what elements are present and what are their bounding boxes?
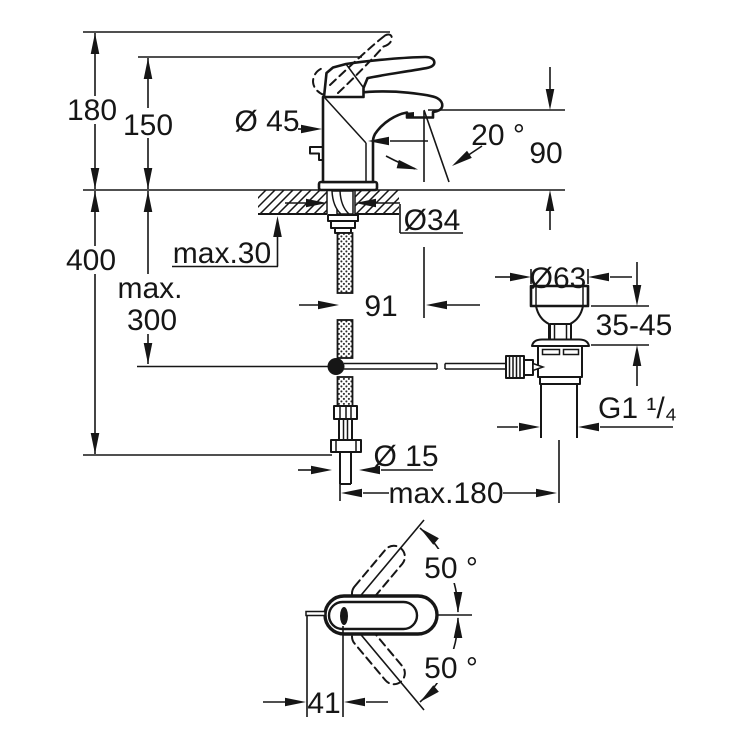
dim-handle-offset: 41 bbox=[263, 616, 388, 720]
dim-spout-angle-label: 20 ° bbox=[471, 119, 525, 152]
hose-end-fittings bbox=[330, 405, 362, 485]
dim-supply-pipe-diameter-label: Ø 15 bbox=[373, 440, 438, 473]
dim-supply-pipe-diameter: Ø 15 bbox=[298, 440, 439, 475]
rod-tip bbox=[532, 362, 546, 372]
pop-up-waste bbox=[505, 284, 590, 438]
hose-braid-lower bbox=[336, 376, 354, 407]
dim-spout-angle: 20 ° bbox=[385, 109, 525, 318]
dim-waste-thread: G1 ¹/₄ bbox=[497, 392, 677, 432]
rod-knurled-nut bbox=[505, 355, 525, 379]
dim-waste-thread-label: G1 ¹/₄ bbox=[598, 392, 677, 425]
dim-spout-reach-label: 91 bbox=[364, 290, 397, 323]
dim-hole-diameter-label: Ø34 bbox=[404, 204, 461, 237]
dim-swivel-up-label: 50 ° bbox=[424, 552, 478, 585]
waste-slot-right bbox=[562, 348, 580, 356]
aerator-icon bbox=[407, 112, 414, 118]
mounting-nut-top bbox=[330, 220, 356, 229]
dim-hole-diameter: Ø34 bbox=[285, 198, 463, 237]
dim-max-hose-length-label-1: max. bbox=[117, 272, 182, 305]
dim-max-hose-length-label-2: 300 bbox=[127, 304, 177, 337]
hose-braid-middle bbox=[336, 319, 354, 359]
handle-grip-outline bbox=[327, 600, 419, 631]
hose-braid-upper bbox=[336, 232, 354, 294]
plan-view: 50 ° 50 ° 41 bbox=[263, 519, 480, 720]
dim-lever-height-label: 150 bbox=[123, 109, 173, 142]
waste-slot-left bbox=[541, 348, 561, 356]
dim-lever-height: 150 bbox=[123, 56, 362, 189]
dim-spout-reach: 91 bbox=[299, 290, 480, 323]
supply-hose bbox=[327, 190, 362, 485]
dim-waste-max-offset: max.180 bbox=[339, 440, 560, 510]
handle-pivot-slot bbox=[340, 607, 348, 625]
dim-body-diameter-label: Ø 45 bbox=[234, 105, 299, 138]
pop-up-lever-hook bbox=[309, 146, 323, 161]
side-view: 180 150 400 max. 300 bbox=[66, 31, 677, 510]
dim-below-deck-depth: 400 bbox=[66, 191, 332, 456]
dim-max-deck-thickness: max.30 bbox=[172, 216, 282, 270]
dim-outlet-height-label: 90 bbox=[529, 137, 562, 170]
dim-max-hose-length: max. 300 bbox=[116, 191, 329, 368]
dim-outlet-height: 90 bbox=[428, 67, 565, 230]
dim-waste-top-diameter: Ø63 bbox=[495, 262, 632, 295]
faucet-lever bbox=[322, 55, 436, 99]
dim-body-diameter: Ø 45 bbox=[234, 105, 428, 146]
rod-collar bbox=[523, 359, 534, 376]
faucet bbox=[309, 33, 444, 192]
waste-collar bbox=[539, 376, 581, 385]
faucet-lever-raised-dashed bbox=[312, 33, 393, 96]
dim-overall-height-label: 180 bbox=[67, 94, 117, 127]
waste-flange bbox=[531, 338, 590, 347]
left-tangent-tick bbox=[305, 610, 326, 617]
dim-swivel-down-label: 50 ° bbox=[424, 652, 478, 685]
dim-below-deck-depth-label: 400 bbox=[66, 244, 116, 277]
waste-tailpipe bbox=[540, 384, 578, 438]
dim-max-deck-thickness-label: max.30 bbox=[173, 237, 271, 270]
dim-waste-clamp-range-label: 35-45 bbox=[596, 309, 673, 342]
waste-plug-knob bbox=[549, 323, 572, 341]
dim-swivel-up: 50 ° bbox=[417, 524, 480, 613]
dim-waste-top-diameter-label: Ø63 bbox=[530, 262, 587, 295]
faucet-body-detail-lines bbox=[324, 97, 367, 182]
dim-handle-offset-label: 41 bbox=[307, 687, 340, 720]
pop-up-rod bbox=[344, 362, 506, 370]
dim-waste-clamp-range: 35-45 bbox=[591, 262, 677, 386]
dim-overall-height: 180 bbox=[67, 31, 390, 189]
waste-taper bbox=[531, 305, 588, 339]
pull-rod-ball-joint bbox=[327, 358, 345, 375]
dim-waste-max-offset-label: max.180 bbox=[388, 477, 503, 510]
dim-swivel-down: 50 ° bbox=[417, 617, 480, 706]
